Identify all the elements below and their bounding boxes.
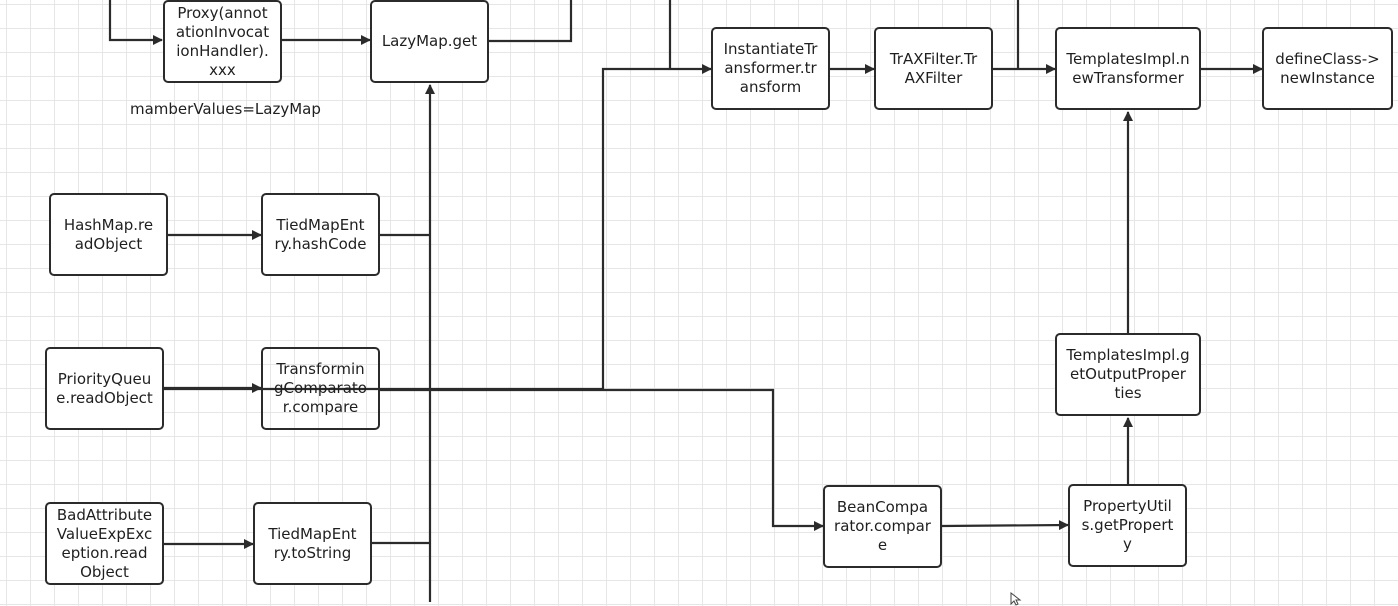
node-bean-comparator[interactable]: BeanCompa rator.compar e	[823, 485, 942, 568]
node-templates-newtransformer[interactable]: TemplatesImpl.n ewTransformer	[1055, 27, 1201, 110]
node-hashmap-readobject-text: HashMap.re adObject	[63, 215, 154, 253]
node-propertyutils-getproperty[interactable]: PropertyUtil s.getPropert y	[1068, 484, 1187, 567]
node-lazymap-get-text: LazyMap.get	[381, 32, 478, 50]
node-templates-newtransformer-text: TemplatesImpl.n ewTransformer	[1066, 49, 1190, 87]
edge-to-bean-comparator	[380, 388, 824, 531]
node-lazymap-get[interactable]: LazyMap.get	[370, 0, 489, 83]
node-defineclass[interactable]: defineClass-> newInstance	[1262, 27, 1393, 110]
node-priorityqueue-readobject[interactable]: PriorityQueu e.readObject	[45, 347, 164, 430]
mouse-pointer-icon	[1010, 592, 1022, 606]
edge-lazymap-out	[489, 0, 573, 43]
node-tiedmapentry-hashcode-text: TiedMapEnt ry.hashCode	[274, 215, 367, 253]
node-tiedmapentry-tostring[interactable]: TiedMapEnt ry.toString	[253, 502, 372, 585]
node-transforming-comparator[interactable]: Transformin gComparato r.compare	[261, 347, 380, 430]
edge-bean-to-propertyutils	[941, 520, 1069, 531]
edge-into-proxy	[108, 0, 163, 45]
node-instantiate-transformer-text: InstantiateTr ansformer.tr ansform	[723, 40, 818, 96]
node-badattribute-readobject[interactable]: BadAttribute ValueExpExc eption.read Obj…	[45, 502, 164, 585]
node-proxy-text: Proxy(annot ationInvocat ionHandler). xx…	[175, 3, 270, 79]
edge-to-instantiate	[601, 64, 712, 389]
node-propertyutils-getproperty-text: PropertyUtil s.getPropert y	[1081, 497, 1174, 553]
node-proxy[interactable]: Proxy(annot ationInvocat ionHandler). xx…	[163, 0, 282, 83]
member-values-label: mamberValues=LazyMap	[130, 100, 321, 118]
node-traxfilter[interactable]: TrAXFilter.Tr AXFilter	[874, 27, 993, 110]
node-transforming-comparator-text: Transformin gComparato r.compare	[274, 360, 367, 416]
node-templates-getoutputproperties[interactable]: TemplatesImpl.g etOutputProper ties	[1055, 333, 1201, 416]
node-hashmap-readobject[interactable]: HashMap.re adObject	[49, 193, 168, 276]
node-traxfilter-text: TrAXFilter.Tr AXFilter	[889, 49, 978, 87]
node-tiedmapentry-tostring-text: TiedMapEnt ry.toString	[268, 524, 357, 562]
node-tiedmapentry-hashcode[interactable]: TiedMapEnt ry.hashCode	[261, 193, 380, 276]
node-badattribute-readobject-text: BadAttribute ValueExpExc eption.read Obj…	[56, 505, 153, 581]
node-bean-comparator-text: BeanCompa rator.compar e	[834, 498, 931, 554]
node-instantiate-transformer[interactable]: InstantiateTr ansformer.tr ansform	[711, 27, 830, 110]
node-priorityqueue-readobject-text: PriorityQueu e.readObject	[56, 369, 153, 407]
node-defineclass-text: defineClass-> newInstance	[1275, 49, 1380, 87]
node-templates-getoutputproperties-text: TemplatesImpl.g etOutputProper ties	[1066, 346, 1190, 402]
